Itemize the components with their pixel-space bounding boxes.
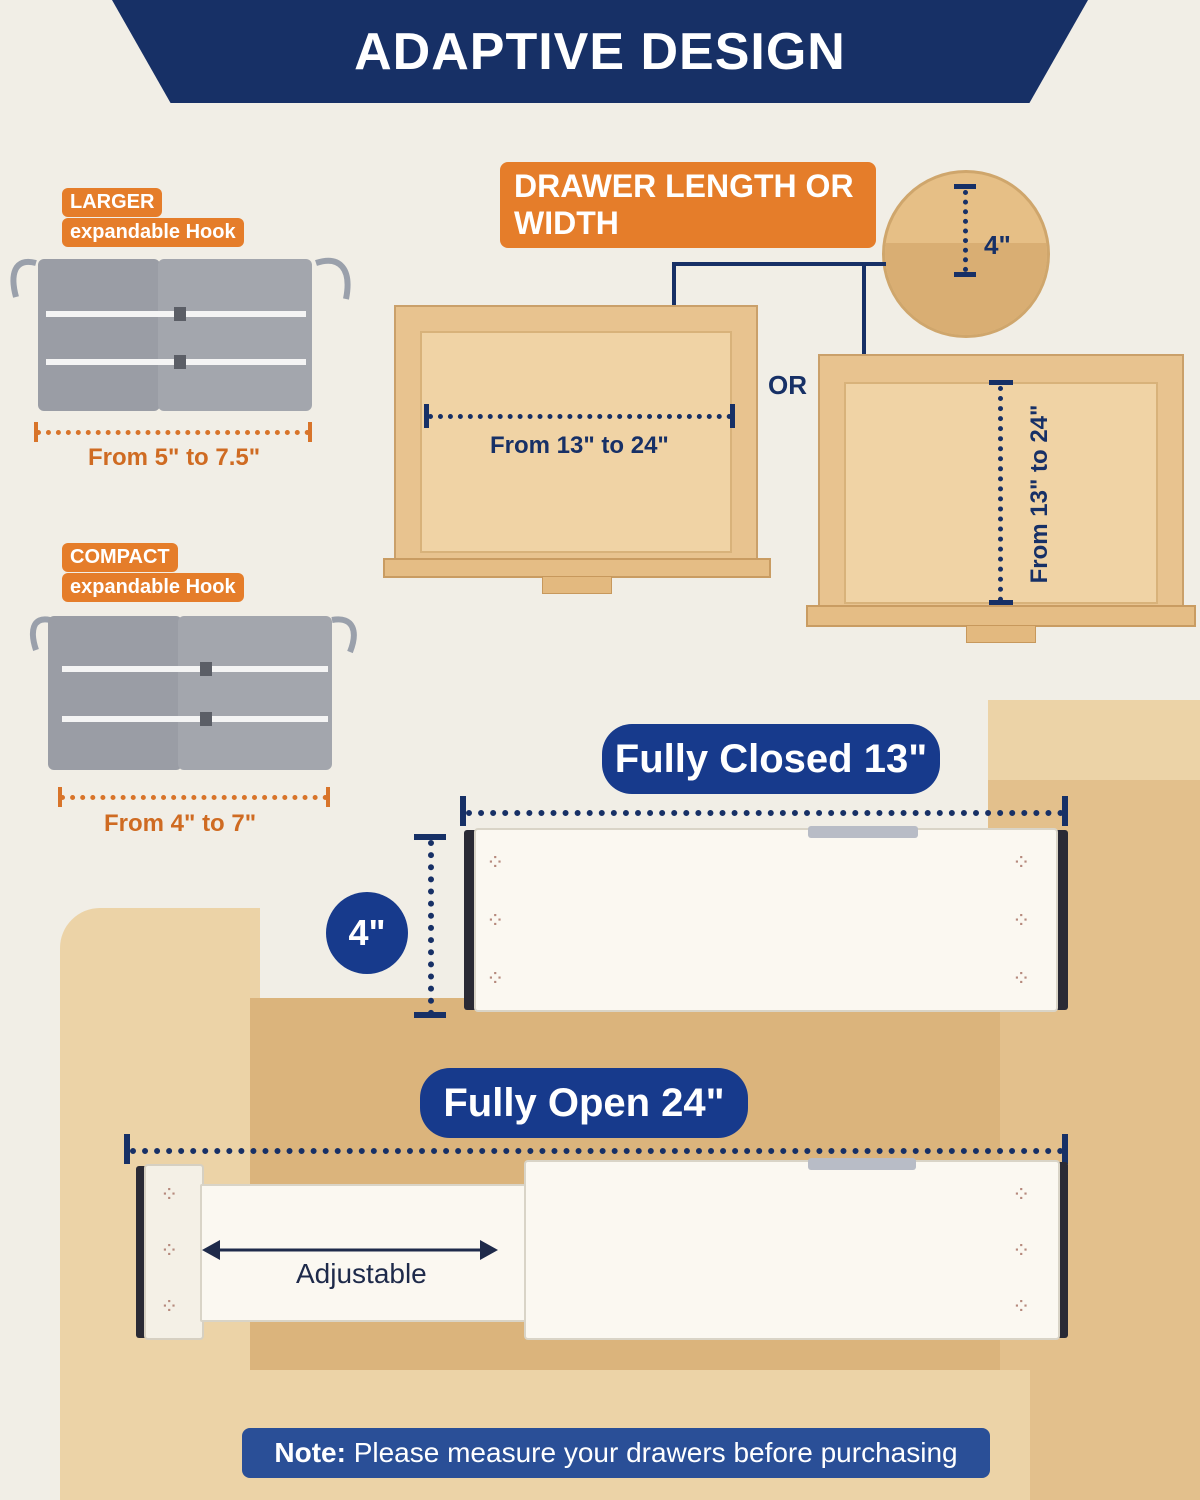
larger-hook-illustration	[6, 245, 360, 420]
grip-dots-icon: ⁘	[160, 1294, 178, 1319]
drawer-depth-line	[963, 190, 968, 272]
compact-hook-tag-sub: expandable Hook	[62, 573, 244, 602]
larger-hook-measure-start	[34, 422, 38, 442]
drawer-width-front	[383, 558, 771, 578]
open-width-line	[130, 1148, 1064, 1154]
open-divider-left-end: ⁘ ⁘ ⁘	[144, 1164, 204, 1340]
larger-hook-measure-end	[308, 422, 312, 442]
compact-hook-icon	[30, 616, 357, 770]
drawer-size-tag-line2: WIDTH	[514, 204, 619, 241]
open-divider-body: ⁘ ⁘ ⁘	[524, 1160, 1060, 1340]
closed-divider-left-grip: ⁘ ⁘ ⁘	[478, 832, 526, 1008]
drawer-width-illustration	[394, 305, 758, 567]
drawer-size-tag-line1: DRAWER LENGTH OR	[514, 168, 854, 204]
larger-hook-measure-line	[36, 430, 310, 435]
drawer-depth-label: 4"	[984, 230, 1011, 260]
height-pill: 4"	[326, 892, 408, 974]
drawer-depth-bottom	[954, 272, 976, 277]
grip-dots-icon: ⁘	[486, 966, 504, 991]
larger-hook-icon	[10, 257, 351, 411]
drawer-width-start	[424, 404, 429, 428]
wood-right-top	[988, 700, 1200, 780]
or-label: OR	[768, 370, 807, 400]
drawer-width-handle	[542, 576, 612, 594]
grip-dots-icon: ⁘	[486, 850, 504, 875]
connector-right	[862, 262, 866, 386]
grip-dots-icon: ⁘	[1012, 850, 1030, 875]
drawer-size-tag: DRAWER LENGTH OR WIDTH	[500, 162, 876, 248]
compact-hook-measure-start	[58, 787, 62, 807]
header-banner: ADAPTIVE DESIGN	[112, 0, 1088, 103]
closed-width-start	[460, 796, 466, 826]
connector-left	[672, 262, 676, 338]
closed-divider-right-grip: ⁘ ⁘ ⁘	[1004, 832, 1052, 1008]
compact-hook-range: From 4" to 7"	[104, 810, 257, 837]
grip-dots-icon: ⁘	[486, 908, 504, 933]
larger-hook-tag-line2: expandable Hook	[70, 221, 236, 243]
fully-closed-pill: Fully Closed 13"	[602, 724, 940, 794]
grip-dots-icon: ⁘	[160, 1238, 178, 1263]
grip-dots-icon: ⁘	[1012, 1238, 1030, 1263]
grip-dots-icon: ⁘	[1012, 908, 1030, 933]
compact-hook-tag-line1: COMPACT	[70, 546, 170, 568]
drawer-length-label: From 13" to 24"	[1026, 404, 1053, 584]
larger-hook-tag-sub: expandable Hook	[62, 218, 244, 247]
fully-open-pill: Fully Open 24"	[420, 1068, 748, 1138]
open-divider-extension	[200, 1184, 530, 1322]
grip-dots-icon: ⁘	[1012, 1182, 1030, 1207]
larger-hook-tag: LARGER	[62, 188, 163, 217]
drawer-length-start	[989, 380, 1013, 385]
closed-width-line	[466, 810, 1064, 816]
page-title: ADAPTIVE DESIGN	[354, 22, 846, 81]
closed-divider-clip	[808, 826, 918, 838]
compact-hook-tag-line2: expandable Hook	[70, 576, 236, 598]
compact-hook-illustration	[28, 610, 358, 780]
drawer-width-end	[730, 404, 735, 428]
adjustable-arrow-icon	[202, 1238, 498, 1262]
note-bold: Note:	[274, 1437, 346, 1468]
compact-hook-tag: COMPACT	[62, 543, 178, 572]
drawer-width-label: From 13" to 24"	[490, 432, 669, 459]
connector-horizontal	[672, 262, 886, 266]
drawer-length-end	[989, 600, 1013, 605]
drawer-depth-top	[954, 184, 976, 189]
larger-hook-tag-line1: LARGER	[70, 191, 155, 213]
drawer-length-line	[998, 386, 1003, 602]
closed-height-top	[414, 834, 446, 840]
drawer-length-handle	[966, 625, 1036, 643]
closed-width-end	[1062, 796, 1068, 826]
note-text: Please measure your drawers before purch…	[345, 1437, 958, 1468]
drawer-width-line	[428, 414, 732, 419]
open-width-start	[124, 1134, 130, 1164]
drawer-length-front	[806, 605, 1196, 627]
compact-hook-measure-end	[326, 787, 330, 807]
drawer-width-inner	[420, 331, 732, 553]
open-width-end	[1062, 1134, 1068, 1164]
adjustable-label: Adjustable	[296, 1258, 427, 1289]
closed-height-bottom	[414, 1012, 446, 1018]
grip-dots-icon: ⁘	[1012, 1294, 1030, 1319]
grip-dots-icon: ⁘	[160, 1182, 178, 1207]
closed-height-line	[428, 840, 434, 1016]
closed-divider-body	[474, 828, 1058, 1012]
larger-hook-range: From 5" to 7.5"	[88, 444, 261, 471]
open-divider-clip	[808, 1158, 916, 1170]
note-box: Note: Please measure your drawers before…	[242, 1428, 990, 1478]
grip-dots-icon: ⁘	[1012, 966, 1030, 991]
compact-hook-measure-line	[60, 795, 328, 800]
